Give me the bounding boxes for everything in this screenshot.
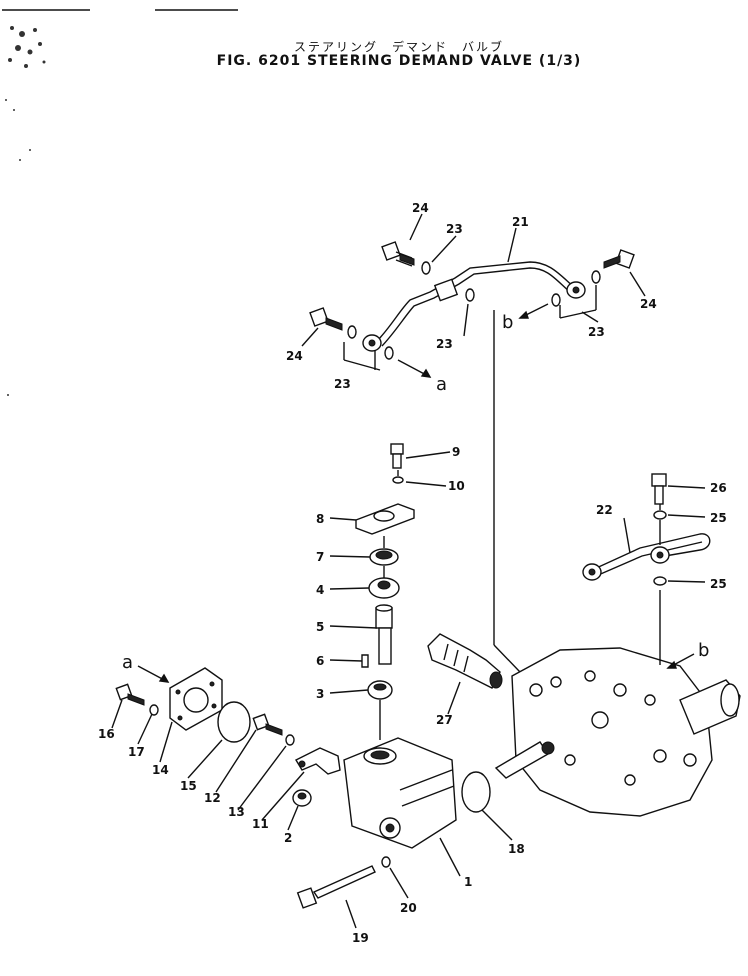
callout-numbers: 1 2 3 4 5 6 7 8 9 10 11 12 13 14 15 16 1… [98,201,727,945]
reference-letters: a b a b [122,312,709,673]
bolt-9 [390,443,404,469]
ref-a-arrow: a [436,374,447,395]
leaders [111,213,706,929]
callout-24-b: 24 [286,349,303,363]
o-ring-25-top [653,510,667,520]
callout-15: 15 [180,779,197,793]
bolt-26 [651,473,667,505]
bolt-12 [252,713,283,736]
title-english: FIG. 6201 STEERING DEMAND VALVE (1/3) [216,53,582,69]
bolt-24-top [381,241,415,267]
callout-23-d: 23 [588,325,605,339]
lever-11 [295,747,341,775]
bolt-16 [115,683,145,706]
ref-arrows [137,303,695,683]
callout-10: 10 [448,479,465,493]
callout-23-c: 23 [334,377,351,391]
ref-a-cover: a [122,652,133,673]
scan-noise [4,20,46,396]
callout-26: 26 [710,481,727,495]
washer-20 [381,856,391,868]
washer-13 [285,734,295,746]
callout-4: 4 [316,583,324,597]
bushing-3 [367,680,393,700]
callout-14: 14 [152,763,169,777]
ref-b-block: b [698,640,709,661]
pipe-21 [362,261,586,352]
callout-18: 18 [508,842,525,856]
callout-24-c: 24 [640,297,657,311]
callout-16: 16 [98,727,115,741]
callout-5: 5 [316,620,324,634]
bolt-24-left [309,307,343,331]
callout-23-a: 23 [446,222,463,236]
callout-13: 13 [228,805,245,819]
callout-24-a: 24 [412,201,429,215]
callout-3: 3 [316,687,324,701]
pin-6 [361,654,369,668]
o-ring-18 [461,771,491,813]
callout-6: 6 [316,654,324,668]
shaft-5 [375,604,393,665]
washer-10 [392,476,404,484]
washer-17 [149,704,159,716]
callout-7: 7 [316,550,324,564]
bushing-2 [292,789,312,807]
callout-17: 17 [128,745,145,759]
main-valve-block [494,647,741,817]
callout-2: 2 [284,831,292,845]
callout-22: 22 [596,503,613,517]
title-japanese: ステアリング デマンド バルブ [293,40,504,54]
o-rings-23 [347,261,601,360]
pipe-22 [582,533,711,581]
cover-14 [169,667,223,731]
o-ring-15 [217,701,251,743]
callout-23-b: 23 [436,337,453,351]
bolt-24-right [603,249,635,269]
bearing-4 [368,577,400,599]
plate-8 [355,503,415,535]
callout-20: 20 [400,901,417,915]
callout-25-b: 25 [710,577,727,591]
o-ring-25-bottom [653,576,667,586]
callout-9: 9 [452,445,460,459]
callout-27: 27 [436,713,453,727]
assembly-lines [343,285,661,740]
relief-valve-27 [427,633,503,689]
callout-19: 19 [352,931,369,945]
bearing-7 [369,548,399,566]
bolt-19 [296,865,376,909]
callout-12: 12 [204,791,221,805]
callout-11: 11 [252,817,269,831]
callout-25-a: 25 [710,511,727,525]
callout-8: 8 [316,512,324,526]
callout-21: 21 [512,215,529,229]
ref-b-arrow: b [502,312,513,333]
valve-body-1 [343,737,457,849]
callout-1: 1 [464,875,472,889]
